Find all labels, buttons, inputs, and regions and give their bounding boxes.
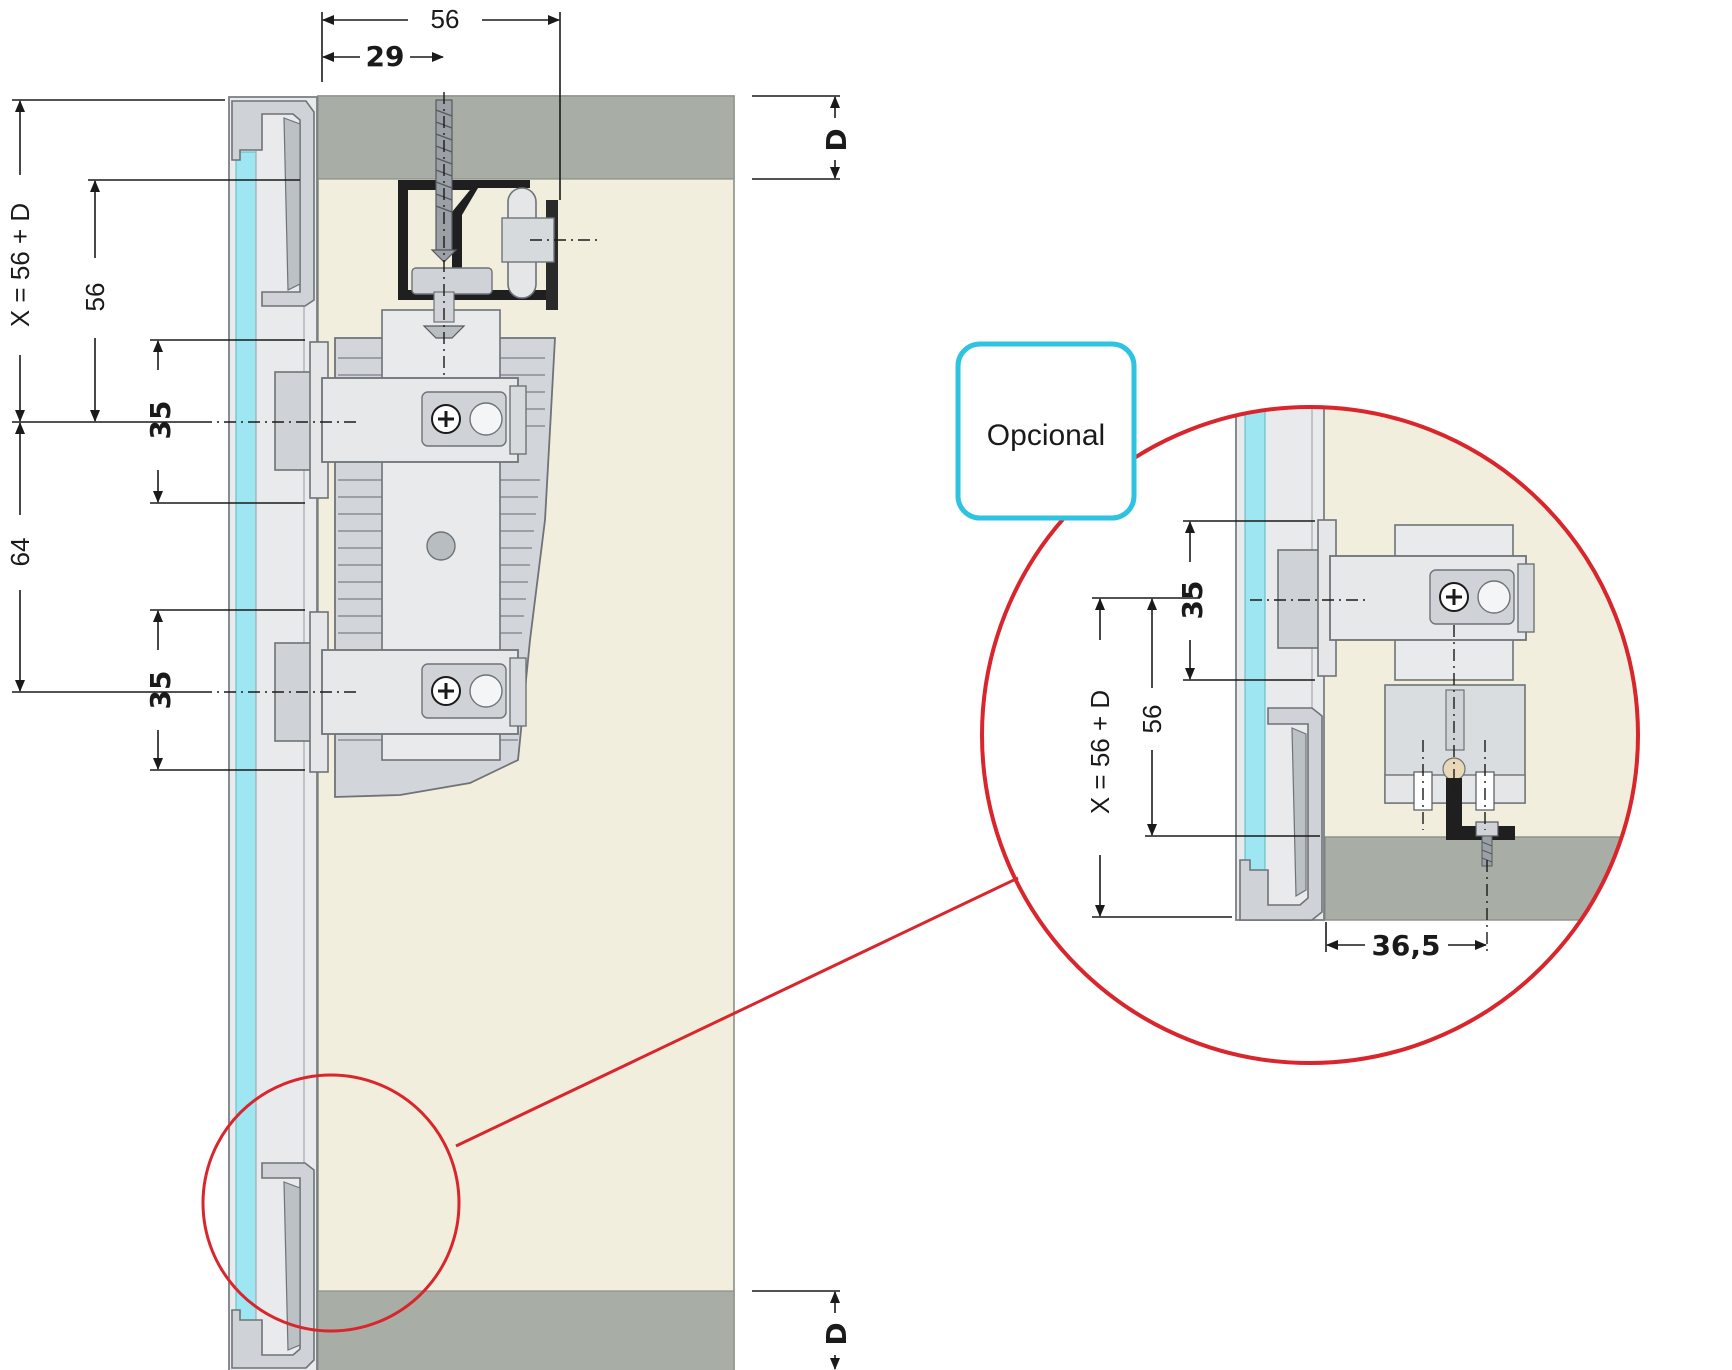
detail-leader-line — [455, 876, 1019, 1148]
detail-dim-56: 56 — [1137, 705, 1167, 734]
dim-left-56: 56 — [80, 283, 110, 312]
dim-top-29: 29 — [366, 40, 405, 73]
top-track-profile — [398, 180, 558, 310]
main-view: 56 29 X = 56 + D 56 64 35 35 — [5, 4, 1019, 1370]
detail-glass-strip — [1244, 407, 1266, 871]
detail-view: 35 X = 56 + D 56 36,5 Opcional — [955, 341, 1640, 1065]
detail-dim-35: 35 — [1176, 581, 1209, 620]
detail-magnifier-circle — [980, 405, 1640, 1065]
detail-dim-x-formula: X = 56 + D — [1085, 690, 1115, 814]
dim-left-64: 64 — [5, 538, 35, 567]
dim-top-56: 56 — [431, 4, 460, 34]
detail-bottom-rail — [1324, 836, 1638, 921]
dim-d-top: D — [820, 128, 853, 151]
optional-label: Opcional — [987, 419, 1105, 452]
detail-dim-36-5: 36,5 — [1371, 929, 1440, 962]
optional-label-box — [955, 341, 1137, 521]
detail-marker-circle — [201, 1073, 461, 1333]
dim-x-formula: X = 56 + D — [5, 203, 35, 327]
glass-strip — [235, 151, 257, 1323]
dim-d-bottom: D — [820, 1322, 853, 1345]
dim-35-lower: 35 — [144, 671, 177, 710]
top-rail — [317, 95, 735, 180]
dim-35-upper: 35 — [144, 401, 177, 440]
upper-bracket — [274, 341, 527, 499]
bottom-rail — [317, 1290, 735, 1370]
